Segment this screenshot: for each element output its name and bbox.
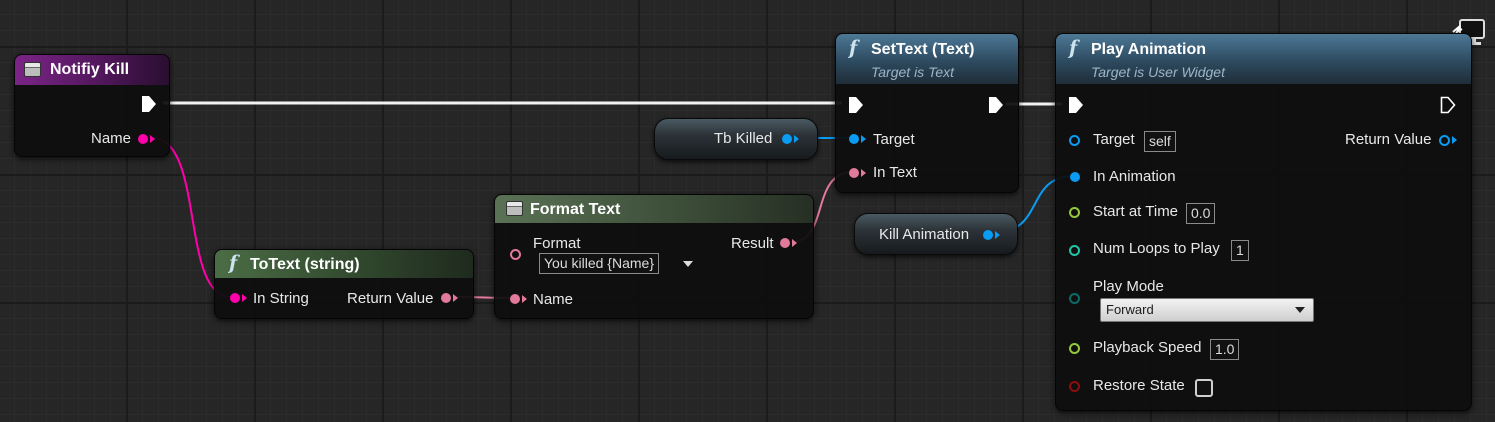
tb-killed-arrow	[794, 135, 799, 143]
restore-state-checkbox[interactable]	[1195, 379, 1213, 397]
kill-animation-label: Kill Animation	[879, 226, 970, 243]
exec-out-pin[interactable]	[1440, 96, 1456, 114]
num-loops-field[interactable]: 1	[1231, 240, 1249, 261]
restore-state-pin[interactable]	[1069, 381, 1080, 392]
function-icon: f	[849, 37, 858, 59]
in-string-label: In String	[253, 290, 309, 307]
in-animation-pin[interactable]	[1070, 172, 1080, 182]
dropdown-arrow-icon	[1295, 307, 1305, 313]
return-value-arrow	[453, 294, 458, 302]
in-string-pin[interactable]	[230, 293, 240, 303]
playback-speed-field[interactable]: 1.0	[1210, 339, 1240, 360]
node-title: Format Text	[530, 201, 621, 218]
return-value-label: Return Value	[1345, 131, 1432, 148]
format-label: Format	[533, 235, 581, 252]
num-loops-label: Num Loops to Play	[1093, 240, 1220, 257]
name-input-arrow	[522, 295, 527, 303]
event-icon	[24, 62, 41, 77]
target-label: Target	[1093, 131, 1135, 148]
name-input-pin[interactable]	[510, 294, 520, 304]
format-text-header	[495, 195, 813, 223]
playback-speed-pin[interactable]	[1069, 343, 1080, 354]
exec-out-pin[interactable]	[988, 96, 1004, 114]
result-pin[interactable]	[780, 238, 790, 248]
result-pin-arrow	[792, 239, 797, 247]
return-value-pin[interactable]	[441, 293, 451, 303]
in-animation-label: In Animation	[1093, 168, 1176, 185]
num-loops-pin[interactable]	[1069, 245, 1080, 256]
restore-state-label: Restore State	[1093, 377, 1185, 394]
kill-animation-pin[interactable]	[983, 230, 993, 240]
in-text-pin-arrow	[861, 169, 866, 177]
format-text-node[interactable]: Format Text Format You killed {Name} Res…	[494, 194, 814, 319]
notify-kill-node[interactable]: Notifiy Kill Name	[14, 54, 170, 157]
tb-killed-variable-node[interactable]: Tb Killed	[654, 118, 818, 160]
playback-speed-label: Playback Speed	[1093, 339, 1202, 356]
result-label: Result	[731, 235, 774, 252]
node-title: Play Animation	[1091, 41, 1206, 58]
play-mode-value: Forward	[1106, 302, 1154, 317]
target-self-field[interactable]: self	[1144, 131, 1176, 152]
format-pin[interactable]	[510, 249, 521, 260]
kill-animation-variable-node[interactable]: Kill Animation	[854, 213, 1018, 255]
node-title: Notifiy Kill	[50, 61, 130, 78]
set-text-node[interactable]: f SetText (Text) Target is Text Target I…	[835, 33, 1019, 193]
target-pin[interactable]	[1069, 135, 1080, 146]
node-title: ToText (string)	[250, 256, 360, 273]
in-text-pin[interactable]	[849, 168, 859, 178]
format-text-input[interactable]: You killed {Name}	[539, 253, 660, 274]
target-pin[interactable]	[849, 134, 859, 144]
play-mode-label: Play Mode	[1093, 278, 1164, 295]
node-subtitle: Target is User Widget	[1091, 64, 1225, 80]
start-time-pin[interactable]	[1069, 207, 1080, 218]
return-value-label: Return Value	[347, 290, 434, 307]
name-pin[interactable]	[138, 134, 148, 144]
play-mode-dropdown[interactable]: Forward	[1100, 298, 1314, 322]
name-pin-label: Name	[91, 130, 132, 147]
return-value-pin[interactable]	[1439, 135, 1450, 146]
kill-animation-arrow	[995, 231, 1000, 239]
exec-in-pin[interactable]	[1068, 96, 1084, 114]
in-text-label: In Text	[873, 164, 917, 181]
return-value-arrow	[1452, 136, 1457, 144]
tb-killed-pin[interactable]	[782, 134, 792, 144]
function-icon: f	[229, 252, 238, 274]
start-time-field[interactable]: 0.0	[1186, 203, 1216, 224]
node-title: SetText (Text)	[871, 41, 975, 58]
format-dropdown-icon[interactable]	[683, 261, 693, 267]
play-animation-header	[1056, 34, 1471, 84]
exec-out-pin[interactable]	[141, 95, 157, 113]
to-text-node[interactable]: f ToText (string) In String Return Value	[214, 249, 474, 319]
in-string-arrow	[242, 294, 247, 302]
name-pin-arrow	[150, 135, 155, 143]
play-mode-pin[interactable]	[1069, 293, 1080, 304]
target-pin-arrow	[861, 135, 866, 143]
to-text-header	[215, 250, 473, 278]
start-time-label: Start at Time	[1093, 203, 1179, 220]
function-icon: f	[1069, 37, 1078, 59]
format-icon	[506, 201, 523, 216]
name-input-label: Name	[533, 291, 574, 308]
tb-killed-label: Tb Killed	[714, 130, 773, 147]
node-subtitle: Target is Text	[871, 64, 955, 80]
exec-in-pin[interactable]	[848, 96, 864, 114]
target-label: Target	[873, 131, 915, 148]
set-text-header	[836, 34, 1018, 84]
play-animation-node[interactable]: f Play Animation Target is User Widget T…	[1055, 33, 1472, 411]
